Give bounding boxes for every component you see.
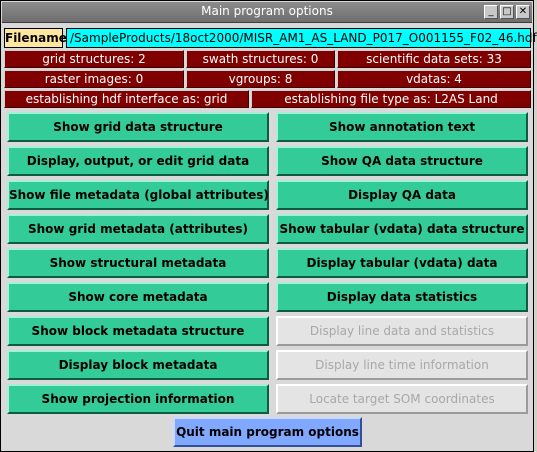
show-qa-data-structure-button[interactable]: Show QA data structure	[276, 146, 528, 176]
filename-field[interactable]: /SampleProducts/18oct2000/MISR_AM1_AS_LA…	[66, 28, 537, 48]
show-grid-data-structure-button[interactable]: Show grid data structure	[7, 112, 269, 142]
minimize-icon[interactable]: _	[484, 5, 498, 19]
title-bar[interactable]: Main program options _ □ ✕	[2, 2, 532, 23]
hdf-interface-status: establishing hdf interface as: grid	[4, 90, 249, 108]
grid-structures-count: grid structures: 2	[4, 50, 184, 68]
raster-images-count: raster images: 0	[4, 70, 184, 88]
show-projection-information-button[interactable]: Show projection information	[7, 384, 269, 414]
file-type-status: establishing file type as: L2AS Land	[251, 90, 531, 108]
show-file-metadata-button[interactable]: Show file metadata (global attributes)	[7, 180, 269, 210]
quit-main-program-options-button[interactable]: Quit main program options	[173, 417, 362, 447]
window-title: Main program options	[201, 4, 333, 18]
show-block-metadata-structure-button[interactable]: Show block metadata structure	[7, 316, 269, 346]
display-qa-data-button[interactable]: Display QA data	[276, 180, 528, 210]
vgroups-count: vgroups: 8	[186, 70, 335, 88]
show-annotation-text-button[interactable]: Show annotation text	[276, 112, 528, 142]
show-grid-metadata-button[interactable]: Show grid metadata (attributes)	[7, 214, 269, 244]
filename-label: Filename	[4, 28, 67, 48]
swath-structures-count: swath structures: 0	[186, 50, 335, 68]
display-output-edit-grid-data-button[interactable]: Display, output, or edit grid data	[7, 146, 269, 176]
display-tabular-vdata-button[interactable]: Display tabular (vdata) data	[276, 248, 528, 278]
show-tabular-vdata-structure-button[interactable]: Show tabular (vdata) data structure	[276, 214, 528, 244]
filename-row: Filename /SampleProducts/18oct2000/MISR_…	[4, 28, 537, 48]
scientific-data-sets-count: scientific data sets: 33	[337, 50, 531, 68]
maximize-icon[interactable]: □	[500, 5, 514, 19]
show-core-metadata-button[interactable]: Show core metadata	[7, 282, 269, 312]
close-icon[interactable]: ✕	[516, 5, 530, 19]
display-data-statistics-button[interactable]: Display data statistics	[276, 282, 528, 312]
display-line-time-information-button: Display line time information	[276, 350, 528, 380]
locate-target-som-coordinates-button: Locate target SOM coordinates	[276, 384, 528, 414]
display-block-metadata-button[interactable]: Display block metadata	[7, 350, 269, 380]
display-line-data-statistics-button: Display line data and statistics	[276, 316, 528, 346]
vdatas-count: vdatas: 4	[337, 70, 531, 88]
show-structural-metadata-button[interactable]: Show structural metadata	[7, 248, 269, 278]
